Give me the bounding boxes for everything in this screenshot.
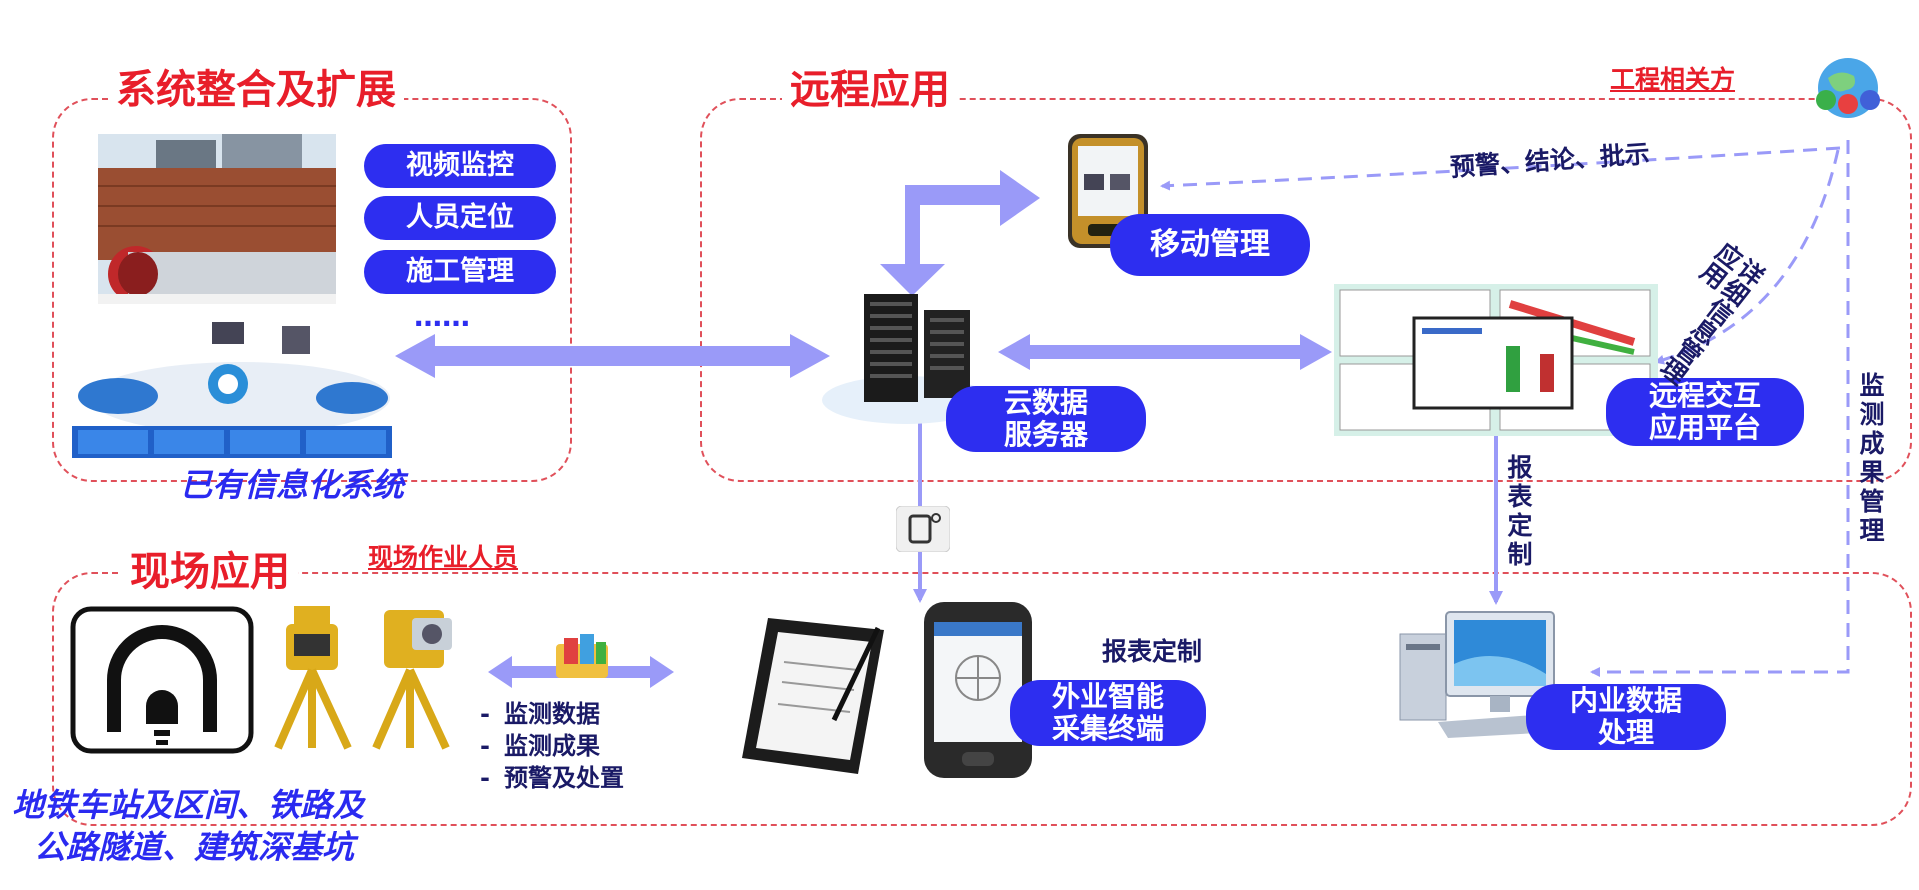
total-station-icon-2 bbox=[372, 610, 452, 750]
tunnel-sign-icon bbox=[70, 606, 254, 754]
stakeholders-label: 工程相关方 bbox=[1610, 65, 1736, 94]
data-item-1: -监测数据 bbox=[480, 694, 600, 729]
remote-platform-line1: 远程交互 bbox=[1648, 378, 1761, 412]
office-data-line1: 内业数据 bbox=[1569, 683, 1682, 717]
video-monitor-pill: 视频监控 bbox=[364, 144, 556, 188]
section-title-field: 现场应用 bbox=[122, 550, 298, 594]
tunnel-scene-image bbox=[98, 134, 336, 304]
data-item-2: -监测成果 bbox=[480, 726, 600, 761]
mobile-mgmt-pill: 移动管理 bbox=[1110, 214, 1310, 276]
field-tablet-icon bbox=[742, 618, 884, 774]
data-item-label: 监测成果 bbox=[503, 732, 600, 760]
construction-mgmt-pill: 施工管理 bbox=[364, 250, 556, 294]
office-data-pill: 内业数据 处理 bbox=[1526, 684, 1726, 750]
remote-platform-line2: 应用平台 bbox=[1648, 411, 1761, 444]
personnel-location-pill: 人员定位 bbox=[364, 196, 556, 240]
arrow-cloud-mobile bbox=[880, 170, 1040, 296]
arrow-systems-cloud bbox=[395, 334, 830, 378]
cloud-server-icon bbox=[822, 294, 990, 424]
field-terminal-line1: 外业智能 bbox=[1051, 679, 1164, 713]
total-station-icon-1 bbox=[274, 606, 352, 750]
office-data-line2: 处理 bbox=[1597, 716, 1654, 749]
section-title-integration: 系统整合及扩展 bbox=[108, 68, 404, 112]
remote-box bbox=[700, 98, 1912, 482]
more-ellipsis: …… bbox=[414, 300, 470, 333]
data-item-3: -预警及处置 bbox=[480, 758, 624, 793]
sites-caption-line2: 公路隧道、建筑深基坑 bbox=[34, 828, 355, 866]
bullet: - bbox=[480, 764, 490, 792]
data-folder-icon bbox=[556, 634, 608, 678]
monitor-result-mgmt-label: 监测成果管理 bbox=[1856, 372, 1885, 546]
arrow-cloud-platform bbox=[998, 334, 1332, 370]
cloud-server-line2: 服务器 bbox=[1003, 418, 1088, 451]
existing-systems-caption: 已有信息化系统 bbox=[180, 466, 405, 504]
existing-systems-diagram-image bbox=[72, 322, 392, 458]
data-item-label: 监测数据 bbox=[503, 700, 600, 728]
sites-caption-line1: 地铁车站及区间、铁路及 bbox=[12, 786, 365, 824]
cloud-server-pill: 云数据 服务器 bbox=[946, 386, 1146, 452]
report-custom-label: 报表定制 bbox=[1102, 637, 1203, 666]
field-terminal-pill: 外业智能 采集终端 bbox=[1010, 680, 1206, 746]
remote-platform-screens-image bbox=[1334, 284, 1658, 436]
field-terminal-line2: 采集终端 bbox=[1051, 712, 1164, 745]
field-box bbox=[52, 572, 1912, 826]
bullet: - bbox=[480, 732, 490, 760]
cloud-server-line1: 云数据 bbox=[1003, 385, 1088, 419]
remote-platform-pill: 远程交互 应用平台 bbox=[1606, 378, 1804, 446]
stakeholders-globe-icon bbox=[1816, 58, 1880, 118]
data-item-label: 预警及处置 bbox=[503, 764, 624, 792]
report-custom-vertical-label: 报表定制 bbox=[1504, 454, 1533, 570]
tablet-sync-icon bbox=[896, 506, 950, 552]
section-title-remote: 远程应用 bbox=[782, 68, 958, 112]
field-staff-label: 现场作业人员 bbox=[368, 543, 519, 572]
dashed-arrow-monitor bbox=[1590, 140, 1850, 677]
bullet: - bbox=[480, 700, 490, 728]
dashed-arrow-detail bbox=[1654, 149, 1840, 365]
office-computer-icon bbox=[1399, 611, 1556, 738]
field-handheld-icon bbox=[924, 602, 1032, 778]
dashed-arrow-warning bbox=[1160, 146, 1841, 191]
